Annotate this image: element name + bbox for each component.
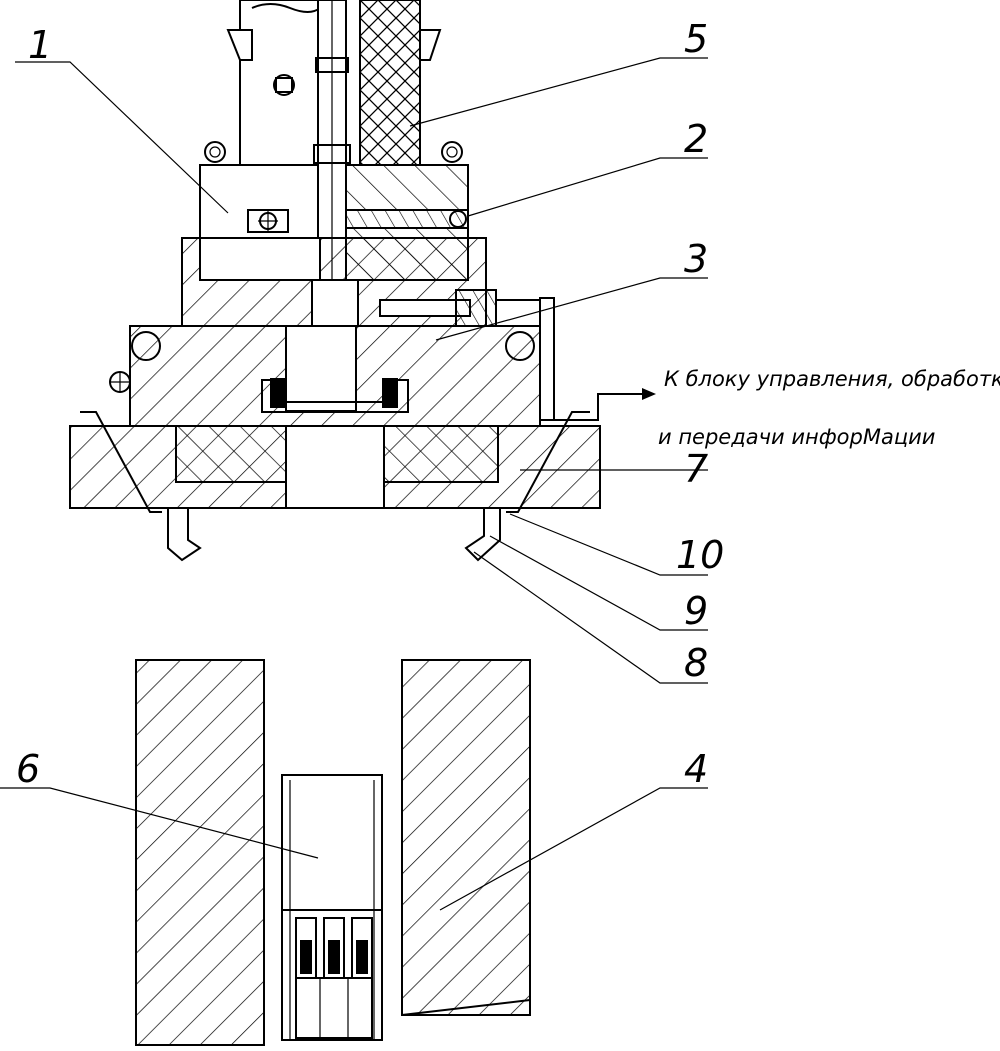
signal-line (548, 393, 642, 421)
upper-housing (239, 0, 321, 166)
callout-10: 10 (676, 533, 724, 577)
callout-8: 8 (684, 641, 708, 685)
right-wall-4 (401, 659, 531, 1016)
electrode-group (295, 917, 373, 1039)
layered-block-upper (345, 164, 469, 211)
top-assembly (69, 0, 656, 562)
knob-icon (273, 74, 295, 96)
callout-4: 4 (684, 747, 708, 791)
arrow-right-icon (642, 388, 656, 400)
callout-9: 9 (684, 589, 708, 633)
callout-1: 1 (28, 23, 52, 67)
foot-left (167, 507, 202, 562)
callout-6: 6 (16, 747, 40, 791)
insulation-block (359, 0, 421, 166)
lifting-eye-right-icon (441, 141, 463, 163)
note-line-1: К блоку управления, обработки, (664, 367, 1000, 391)
callout-7: 7 (684, 447, 708, 491)
left-wall (135, 659, 265, 1046)
bore (285, 425, 385, 509)
right-funnel (419, 29, 442, 61)
leader-lines (0, 57, 708, 911)
foot-right (464, 507, 501, 562)
callout-3: 3 (684, 237, 708, 281)
callout-2: 2 (684, 117, 708, 161)
conical-seal (80, 411, 162, 513)
callout-5: 5 (684, 17, 708, 61)
lifting-eye-left-icon (204, 141, 226, 163)
bottom-assembly (135, 659, 531, 1046)
note-line-2: и передачи инфорМации (658, 425, 935, 449)
left-funnel (226, 29, 253, 61)
